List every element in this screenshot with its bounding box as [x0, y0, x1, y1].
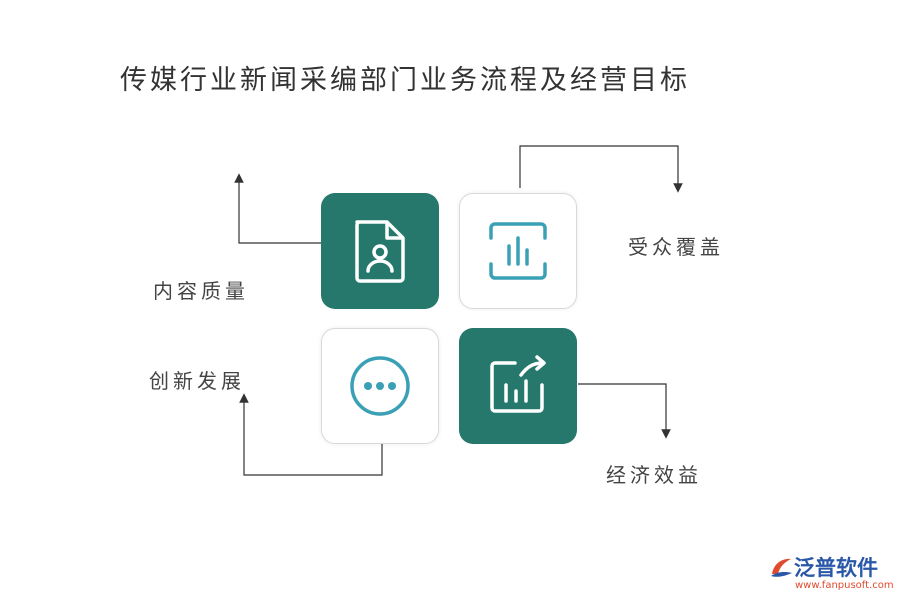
label-audience-coverage: 受众覆盖 — [628, 235, 724, 259]
tile-content-quality — [321, 193, 439, 309]
bar-chart-frame-icon — [489, 222, 547, 280]
connector-content-quality — [234, 173, 321, 244]
page-title: 传媒行业新闻采编部门业务流程及经营目标 — [120, 65, 690, 96]
connector-innovation — [239, 393, 383, 476]
brand-name: 泛普软件 — [794, 556, 878, 580]
growth-chart-icon — [490, 355, 546, 413]
brand-logo: 泛普软件 — [768, 552, 878, 582]
tile-innovation — [321, 328, 439, 444]
label-content-quality: 内容质量 — [153, 279, 249, 303]
brand-mark-icon — [771, 558, 792, 577]
tile-audience-coverage — [459, 193, 577, 309]
connector-economic-benefit — [578, 383, 671, 439]
tile-economic-benefit — [459, 328, 577, 444]
connector-audience-coverage — [519, 145, 683, 193]
more-dots-icon — [350, 356, 410, 416]
label-innovation: 创新发展 — [149, 369, 245, 393]
label-economic-benefit: 经济效益 — [606, 463, 702, 487]
document-user-icon — [355, 220, 405, 283]
brand-url: www.fanpusoft.com — [795, 580, 894, 591]
